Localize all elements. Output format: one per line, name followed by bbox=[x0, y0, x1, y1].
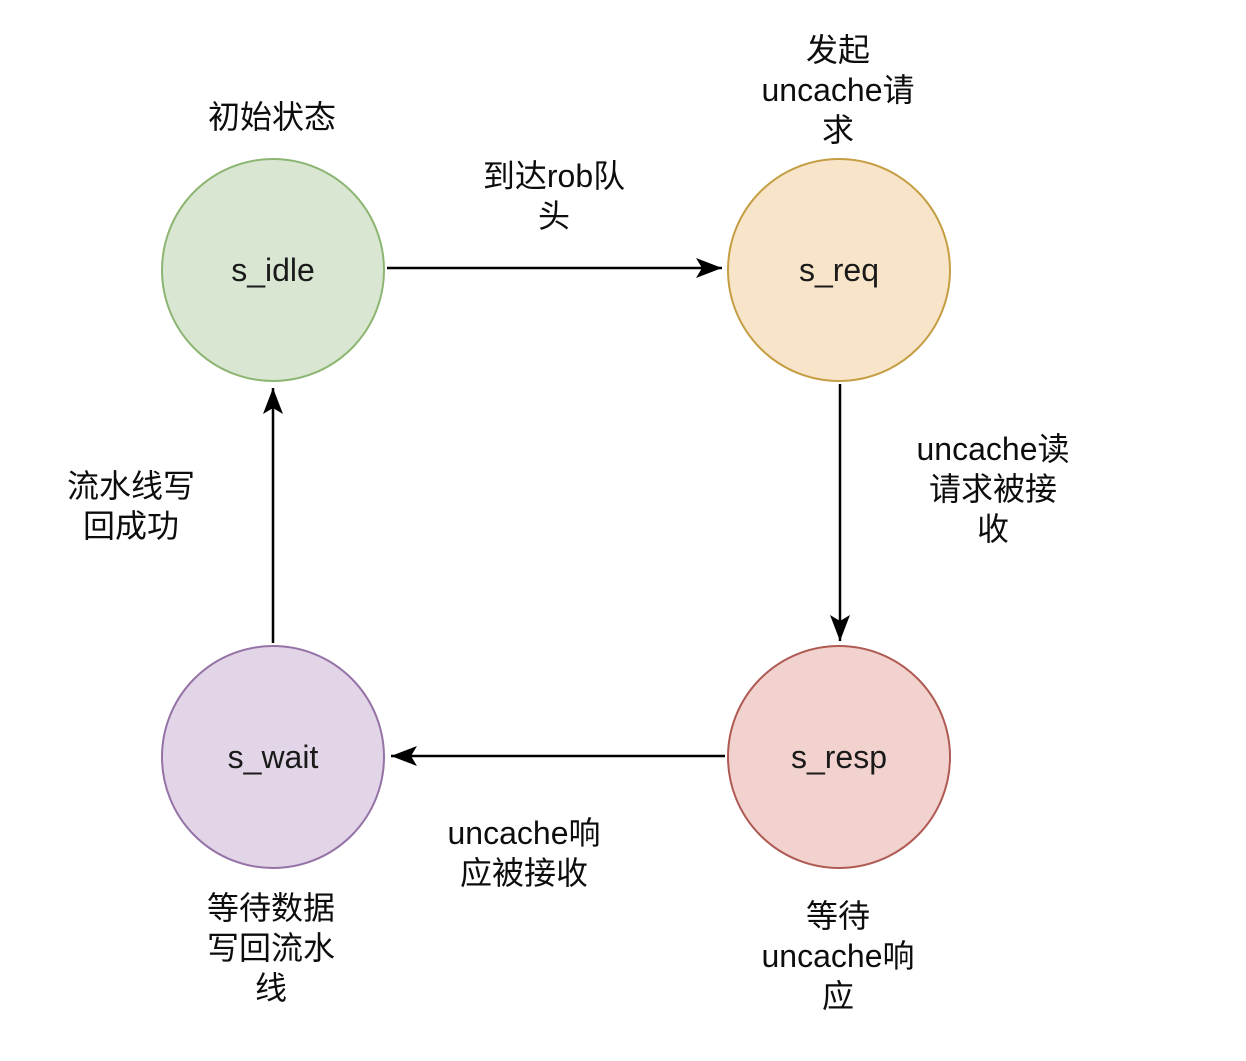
state-name-s-resp: s_resp bbox=[790, 738, 888, 775]
transition-label-wait-to-idle: 流水线写 回成功 bbox=[66, 468, 196, 544]
state-name-s-req: s_req bbox=[798, 251, 880, 288]
state-circle-s-req: s_req bbox=[727, 158, 951, 382]
transition-label-idle-to-req: 到达rob队 头 bbox=[482, 158, 626, 234]
transition-label-resp-to-wait: uncache响 应被接收 bbox=[447, 815, 601, 891]
transition-label-req-to-resp: uncache读 请求被接 收 bbox=[916, 431, 1070, 547]
state-name-s-idle: s_idle bbox=[231, 251, 315, 288]
state-name-s-wait: s_wait bbox=[227, 738, 319, 775]
state-circle-s-idle: s_idle bbox=[161, 158, 385, 382]
state-caption-s-wait: 等待数据 写回流水 线 bbox=[206, 890, 336, 1006]
state-circle-s-wait: s_wait bbox=[161, 645, 385, 869]
state-circle-s-resp: s_resp bbox=[727, 645, 951, 869]
state-caption-s-idle: 初始状态 bbox=[207, 99, 337, 135]
state-caption-s-resp: 等待 uncache响 应 bbox=[761, 898, 915, 1014]
state-caption-s-req: 发起 uncache请 求 bbox=[761, 32, 915, 148]
